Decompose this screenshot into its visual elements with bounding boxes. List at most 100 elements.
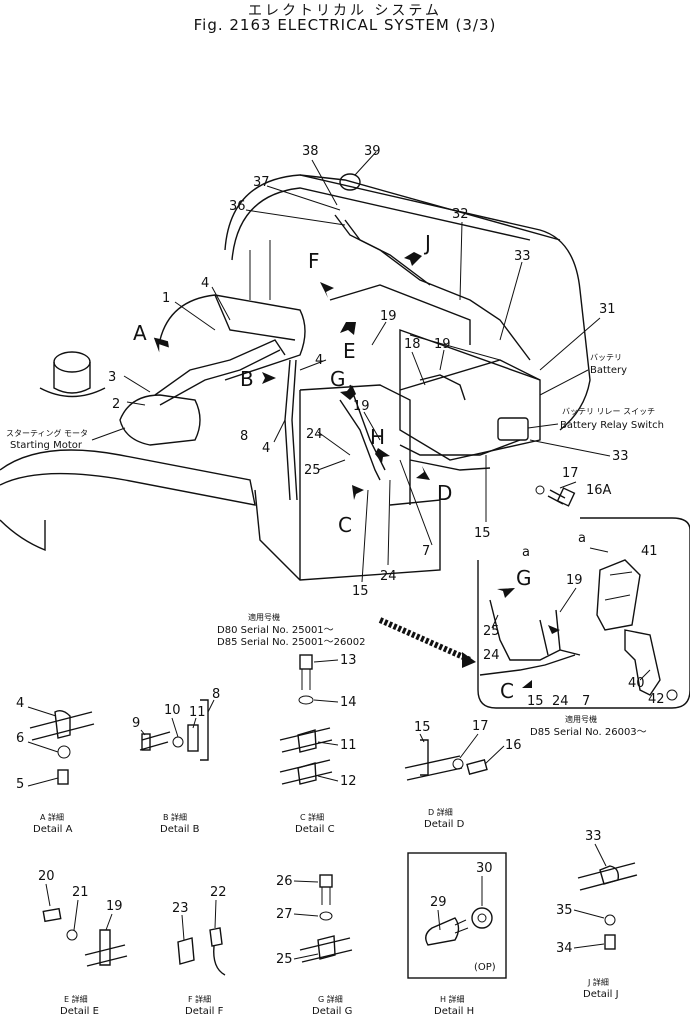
detail-b: 9 10 11 8 B 詳細 Detail B [132,687,220,835]
svg-text:7: 7 [582,694,590,709]
svg-text:Detail C: Detail C [295,824,335,835]
svg-text:29: 29 [430,895,447,910]
svg-text:41: 41 [641,544,658,559]
svg-text:15: 15 [352,584,369,599]
detail-f: 23 22 F 詳細 Detail F [172,885,227,1015]
svg-text:33: 33 [514,249,531,264]
svg-text:27: 27 [276,907,293,922]
svg-text:24: 24 [380,569,397,584]
marker-f: F [308,249,320,273]
svg-text:Detail J: Detail J [583,989,619,1000]
svg-text:11: 11 [340,738,357,753]
svg-text:5: 5 [16,777,24,792]
svg-text:9: 9 [132,716,140,731]
svg-text:D85 Serial No. 25001～26002: D85 Serial No. 25001～26002 [217,637,365,648]
marker-j: J [423,231,431,255]
svg-text:C: C [500,679,514,703]
svg-text:31: 31 [599,302,616,317]
svg-text:Detail F: Detail F [185,1006,224,1015]
striped-cable [378,617,476,668]
svg-text:8: 8 [212,687,220,702]
svg-text:F 詳細: F 詳細 [188,994,211,1004]
svg-text:30: 30 [476,861,493,876]
svg-text:Detail A: Detail A [33,824,73,835]
inset-panel: a a G C 41 40 42 19 25 24 15 24 7 適用号機 D… [477,517,690,738]
svg-text:24: 24 [552,694,569,709]
svg-text:36: 36 [229,199,246,214]
marker-e: E [343,339,356,363]
svg-text:26: 26 [276,874,293,889]
detail-g: 26 27 25 G 詳細 Detail G [276,874,352,1015]
svg-text:25: 25 [483,624,500,639]
svg-text:17: 17 [472,719,489,734]
detail-h: 29 30 (OP) H 詳細 Detail H [407,852,507,1015]
svg-text:19: 19 [434,337,451,352]
detail-e: 20 21 19 E 詳細 Detail E [38,869,128,1015]
svg-text:14: 14 [340,695,357,710]
svg-text:37: 37 [253,175,270,190]
svg-text:15: 15 [474,526,491,541]
svg-text:24: 24 [483,648,500,663]
svg-text:13: 13 [340,653,357,668]
svg-text:33: 33 [612,449,629,464]
svg-text:8: 8 [240,429,248,444]
svg-text:39: 39 [364,144,381,159]
svg-text:スターティング モータ: スターティング モータ [6,428,88,438]
serial-note-main: 適用号機 D80 Serial No. 25001～ D85 Serial No… [217,612,365,648]
detail-c: 13 14 11 12 C 詳細 Detail C [279,653,357,835]
detail-d: 15 17 16 D 詳細 Detail D [404,719,522,830]
svg-text:15: 15 [414,720,431,735]
svg-text:19: 19 [380,309,397,324]
svg-text:35: 35 [556,903,573,918]
svg-text:19: 19 [353,399,370,414]
svg-text:11: 11 [189,705,206,720]
svg-text:B 詳細: B 詳細 [163,812,187,822]
svg-text:Detail B: Detail B [160,824,200,835]
svg-text:適用号機: 適用号機 [248,612,280,622]
svg-text:C 詳細: C 詳細 [300,812,324,822]
svg-text:23: 23 [172,901,189,916]
svg-text:D80 Serial No. 25001～: D80 Serial No. 25001～ [217,625,334,636]
marker-c: C [338,513,352,537]
svg-text:G 詳細: G 詳細 [318,994,343,1004]
svg-text:1: 1 [162,291,170,306]
svg-text:4: 4 [262,441,270,456]
title-english: Fig. 2163 ELECTRICAL SYSTEM (3/3) [193,16,497,34]
svg-text:22: 22 [210,885,227,900]
svg-text:16: 16 [505,738,522,753]
svg-text:42: 42 [648,692,665,707]
svg-text:Detail D: Detail D [424,819,465,830]
marker-h: H [370,425,385,449]
svg-text:a: a [578,531,586,546]
svg-text:17: 17 [562,466,579,481]
svg-text:D 詳細: D 詳細 [428,807,453,817]
svg-text:D85 Serial No. 26003～: D85 Serial No. 26003～ [530,727,647,738]
detail-markers: A B C D E F G H J [133,231,452,537]
svg-text:4: 4 [315,353,323,368]
svg-text:15: 15 [527,694,544,709]
svg-text:3: 3 [108,370,116,385]
main-part-numbers: 1 2 3 4 4 4 7 8 15 15 16A 17 18 19 19 19… [108,144,629,599]
svg-text:10: 10 [164,703,181,718]
svg-text:Detail H: Detail H [434,1006,474,1015]
marker-g: G [330,367,346,391]
svg-text:J 詳細: J 詳細 [587,977,609,987]
svg-text:(OP): (OP) [474,962,496,973]
svg-text:E 詳細: E 詳細 [64,994,88,1004]
svg-text:16A: 16A [586,483,612,498]
svg-text:H 詳細: H 詳細 [440,994,465,1004]
arrows [153,252,430,500]
svg-text:Detail G: Detail G [312,1006,352,1015]
svg-text:Battery Relay Switch: Battery Relay Switch [560,420,664,431]
svg-text:G: G [516,566,532,590]
marker-d: D [437,481,452,505]
svg-text:A 詳細: A 詳細 [40,812,64,822]
svg-text:25: 25 [276,952,293,967]
svg-text:Detail E: Detail E [60,1006,99,1015]
detail-j: 33 35 34 J 詳細 Detail J [556,829,638,1000]
svg-text:20: 20 [38,869,55,884]
svg-text:6: 6 [16,731,24,746]
svg-text:a: a [522,545,530,560]
svg-text:21: 21 [72,885,89,900]
detail-a: 4 6 5 A 詳細 Detail A [16,696,95,835]
